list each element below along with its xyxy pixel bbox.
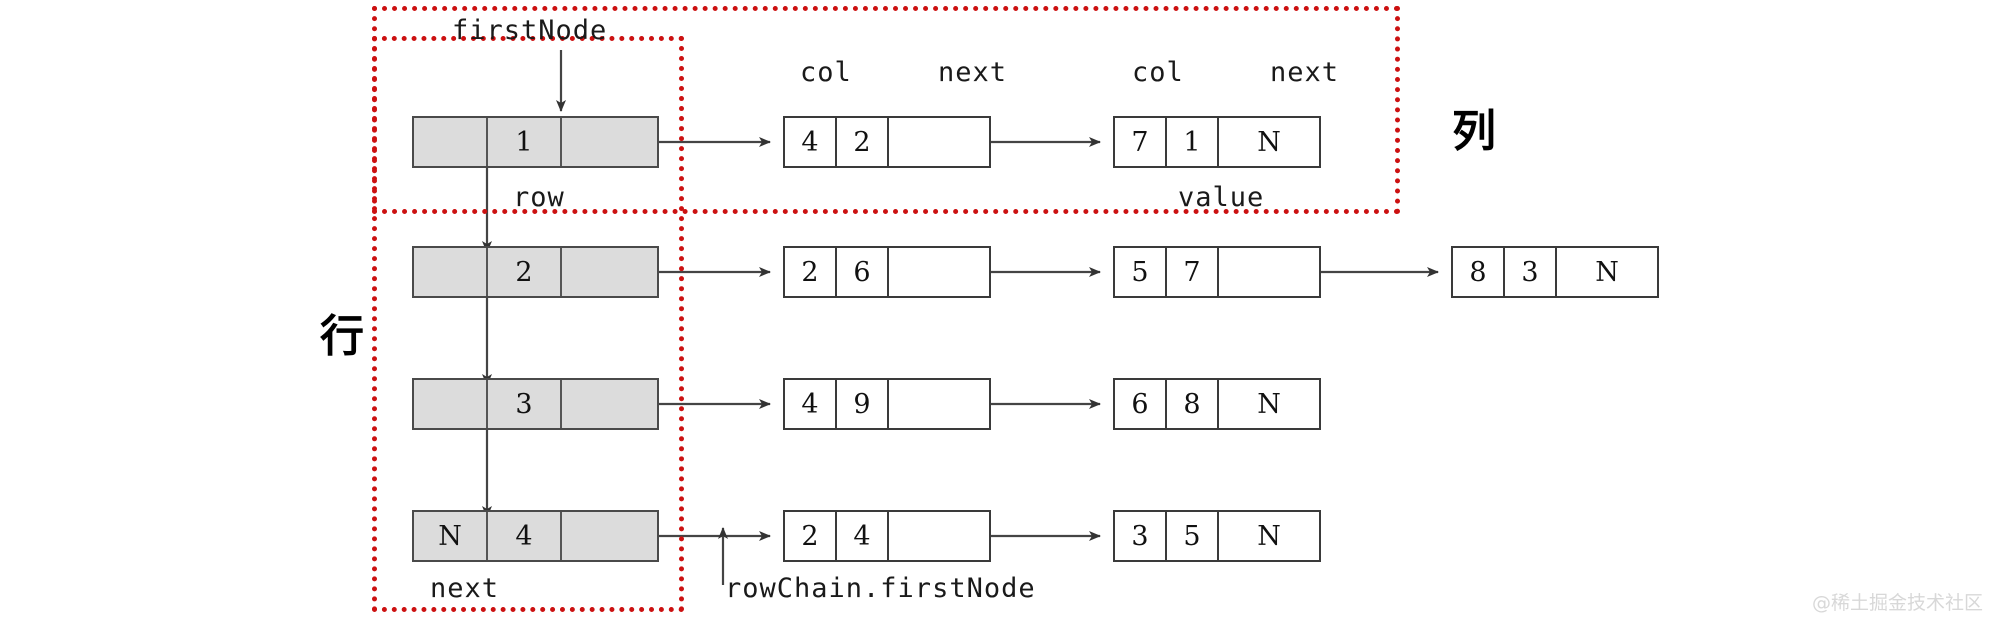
row-header-node-3-next-ptr bbox=[414, 380, 488, 428]
watermark: @稀土掘金技术社区 bbox=[1812, 592, 1984, 614]
field-heading-next-1: next bbox=[938, 57, 1008, 88]
value-node-r3-n2-next: N bbox=[1257, 388, 1281, 420]
value-node-r3-n2-value: 8 bbox=[1167, 380, 1219, 428]
value-node-r2-n1-col: 2 bbox=[785, 248, 837, 296]
row-header-node-2-next-ptr bbox=[414, 248, 488, 296]
value-node-r2-n3-next: N bbox=[1595, 256, 1619, 288]
row-header-node-1-next-ptr bbox=[414, 118, 488, 166]
value-node-r3-n1-col: 4 bbox=[785, 380, 837, 428]
row-header-node-3-down-ptr bbox=[562, 380, 657, 428]
row-header-node-3-row-index: 3 bbox=[488, 380, 562, 428]
value-node-r2-n2-value: 7 bbox=[1167, 248, 1219, 296]
row-header-node-2-down-ptr bbox=[562, 248, 657, 296]
value-node-r1-n2-value: 1 bbox=[1167, 118, 1219, 166]
value-node-r3-n2-col: 6 bbox=[1115, 380, 1167, 428]
value-node-r4-n2-next: N bbox=[1257, 520, 1281, 552]
row-header-node-4-down-ptr bbox=[562, 512, 657, 560]
row-header-node-4-row-index: 4 bbox=[488, 512, 562, 560]
value-node-r3-n1-next bbox=[889, 380, 989, 428]
cjk-label-column: 列 bbox=[1452, 106, 1496, 157]
value-node-r2-n1-next bbox=[889, 248, 989, 296]
value-node-r4-n1-value: 4 bbox=[837, 512, 889, 560]
value-node-r1-n2-next: N bbox=[1257, 126, 1281, 158]
first-node-label: firstNode bbox=[452, 15, 608, 46]
row-field-label: row bbox=[513, 182, 565, 213]
value-node-r2-n2-next bbox=[1219, 248, 1319, 296]
next-field-label: next bbox=[430, 573, 500, 604]
value-field-label: value bbox=[1178, 182, 1265, 213]
field-heading-col-0: col bbox=[800, 57, 852, 88]
value-node-r4-n1-next bbox=[889, 512, 989, 560]
row-header-node-2-row-index: 2 bbox=[488, 248, 562, 296]
field-heading-next-3: next bbox=[1270, 57, 1340, 88]
value-node-r1-n1-col: 4 bbox=[785, 118, 837, 166]
value-node-r2-n1-value: 6 bbox=[837, 248, 889, 296]
row-header-node-1-row-index: 1 bbox=[488, 118, 562, 166]
row-header-node-1-down-ptr bbox=[562, 118, 657, 166]
value-node-r1-n1-value: 2 bbox=[837, 118, 889, 166]
field-heading-col-2: col bbox=[1132, 57, 1184, 88]
row-header-node-4-next-ptr: N bbox=[414, 512, 488, 560]
value-node-r1-n2-col: 7 bbox=[1115, 118, 1167, 166]
row-header-node-2: 2 bbox=[412, 246, 659, 298]
row-header-node-1: 1 bbox=[412, 116, 659, 168]
value-node-r2-n3-value: 3 bbox=[1505, 248, 1557, 296]
value-node-r4-n2-col: 3 bbox=[1115, 512, 1167, 560]
value-node-r2-n2-col: 5 bbox=[1115, 248, 1167, 296]
value-node-r2-n3-col: 8 bbox=[1453, 248, 1505, 296]
row-header-node-3: 3 bbox=[412, 378, 659, 430]
value-node-r4-n1-col: 2 bbox=[785, 512, 837, 560]
row-chain-first-node-label: rowChain.firstNode bbox=[725, 573, 1036, 604]
value-node-r1-n1-next bbox=[889, 118, 989, 166]
value-node-r4-n2-value: 5 bbox=[1167, 512, 1219, 560]
cjk-label-row: 行 bbox=[320, 311, 364, 362]
value-node-r3-n1-value: 9 bbox=[837, 380, 889, 428]
